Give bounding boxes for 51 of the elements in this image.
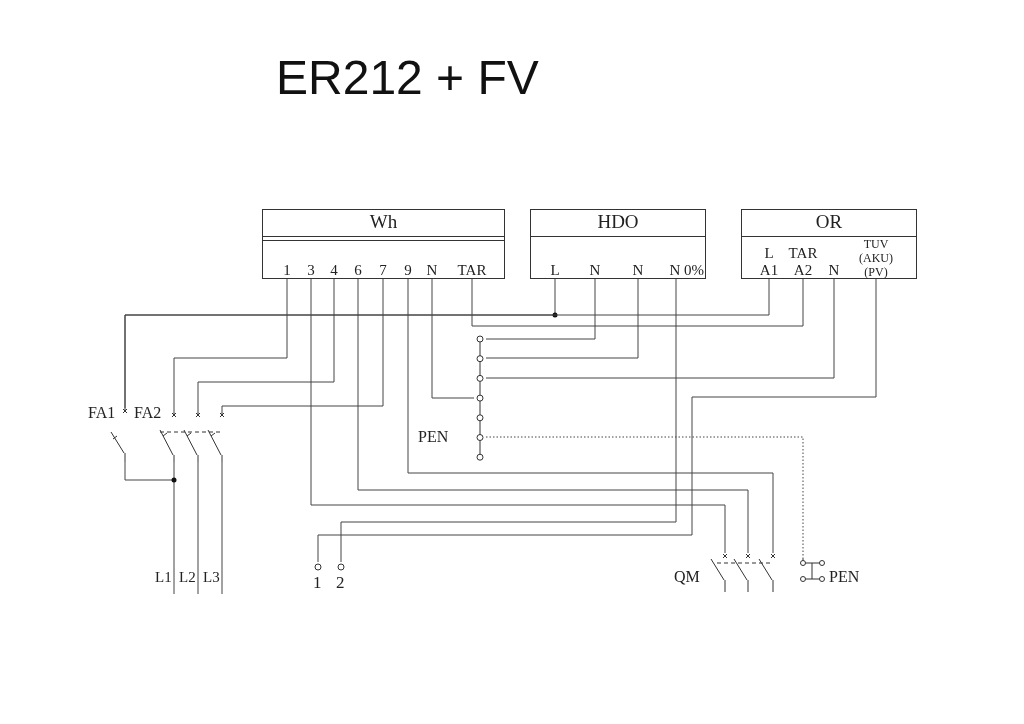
wire [221, 461, 223, 595]
device-label: PEN [418, 428, 449, 446]
wire [407, 278, 774, 554]
terminal-label: N [630, 258, 646, 279]
wire [317, 278, 877, 563]
disconnector-symbol [797, 558, 827, 584]
wire [173, 461, 175, 595]
wire [485, 278, 835, 379]
device-title: HDO [596, 211, 640, 233]
terminal-label: TUV (AKU) (PV) [853, 234, 899, 279]
wire [310, 278, 726, 554]
device-box [262, 209, 505, 279]
terminal-label: N [825, 258, 843, 279]
wire [485, 278, 639, 359]
terminal-bar [474, 333, 486, 463]
terminal-label: N 0% [660, 258, 704, 279]
terminal-number: 2 [336, 573, 345, 592]
wire [173, 278, 288, 413]
wire [471, 278, 804, 327]
device-box [741, 209, 917, 279]
device-label: PEN [829, 568, 860, 586]
device-label: QM [674, 568, 700, 586]
device-title: OR [814, 211, 844, 233]
terminal-label: N [423, 258, 441, 279]
wire [485, 278, 596, 340]
wire [124, 461, 175, 481]
terminal-number: 1 [313, 573, 322, 592]
dotted-wire [485, 436, 804, 559]
device-title: Wh [368, 211, 399, 233]
wire [340, 278, 677, 563]
wire [357, 278, 749, 554]
terminal-label: 3 [303, 258, 319, 279]
device-box [530, 209, 706, 279]
terminal-label: L A1 [757, 240, 781, 279]
title: ER212 + FV [276, 50, 539, 105]
terminal-label: 9 [400, 258, 416, 279]
terminal-label: 1 [279, 258, 295, 279]
terminal-label: TAR A2 [785, 240, 821, 279]
device-label: FA2 [134, 404, 162, 422]
wire [124, 278, 770, 409]
wire [221, 278, 384, 413]
terminal-label: N [587, 258, 603, 279]
wire [197, 278, 335, 413]
terminal-label: L [547, 258, 563, 279]
terminal-label: 4 [326, 258, 342, 279]
terminal-label: TAR [455, 258, 489, 279]
wire [431, 278, 475, 399]
wire [197, 461, 199, 595]
terminal-label: 7 [375, 258, 391, 279]
device-label: FA1 [88, 404, 116, 422]
terminal-label: 6 [350, 258, 366, 279]
